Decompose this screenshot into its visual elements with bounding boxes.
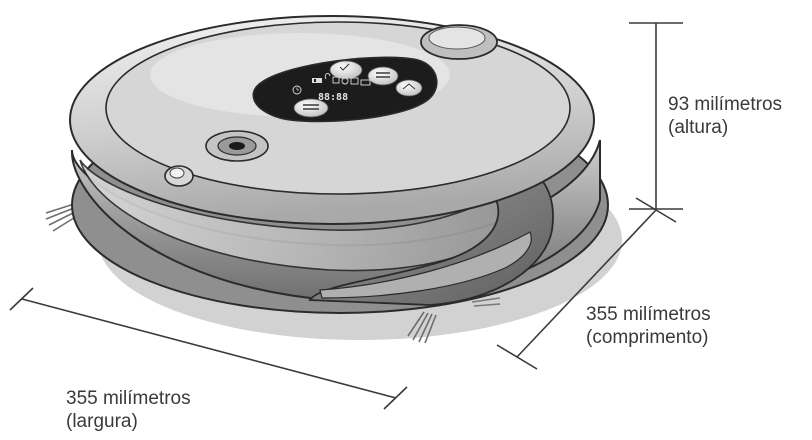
height-value: 93 milímetros [668, 94, 783, 115]
battery-icon [312, 78, 322, 83]
height-dimension-label: 93 milímetros (altura) [668, 93, 782, 139]
width-dimension-line [9, 287, 408, 410]
height-dimension-line [629, 22, 683, 210]
width-value: 355 milímetros [66, 388, 191, 409]
clock-icon [292, 85, 302, 95]
length-value: 355 milímetros [586, 304, 711, 325]
panel-button-mid[interactable] [367, 66, 399, 86]
panel-button-bottom[interactable] [293, 98, 329, 118]
status-icons [324, 72, 371, 86]
side-brush-front [407, 311, 437, 344]
bumper-pocket-slot [319, 231, 532, 299]
panel-button-right[interactable] [395, 79, 423, 97]
height-note: (altura) [668, 117, 729, 138]
length-dimension-label: 355 milímetros (comprimento) [586, 303, 711, 349]
rear-handle [420, 24, 498, 60]
panel-button-top[interactable] [329, 60, 363, 80]
panel-digit-display: 88:88 [318, 92, 348, 103]
length-note: (comprimento) [586, 327, 709, 348]
side-brush-left [45, 203, 78, 232]
length-dimension-line [496, 197, 677, 370]
width-dimension-label: 355 milímetros (largura) [66, 387, 191, 433]
camera-lens [205, 130, 269, 162]
width-note: (largura) [66, 411, 138, 432]
bumper-sensor [164, 165, 194, 187]
control-panel: 88:88 [252, 56, 438, 123]
